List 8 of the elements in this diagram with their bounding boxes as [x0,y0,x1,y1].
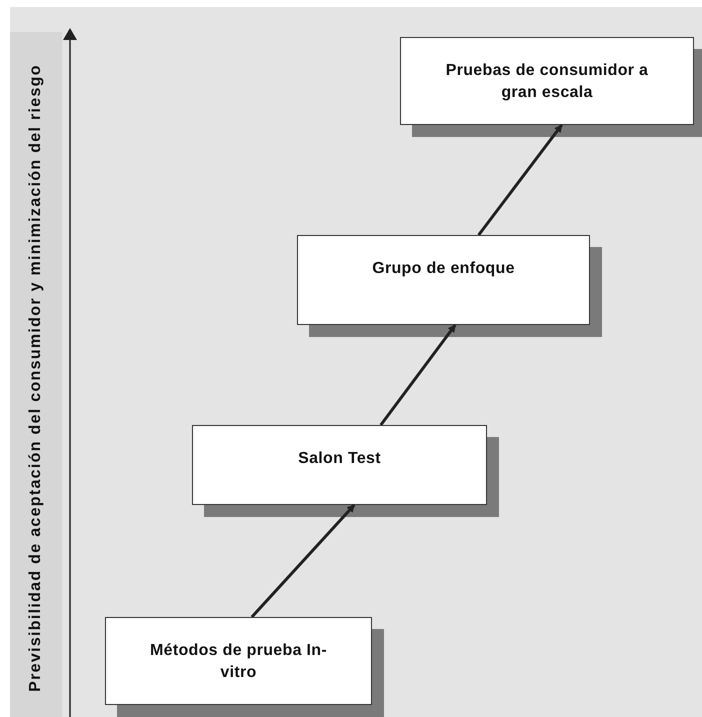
box-label: Salon Test [298,449,381,469]
axis-label: Previsibilidad de aceptación del consumidor y minimización del riesgo [26,64,45,692]
arrow [250,504,356,618]
arrow [380,324,456,426]
box-label: Métodos de prueba In-vitro [150,641,327,683]
box-label: Pruebas de consumidor a gran escala [445,61,649,103]
box-label: Grupo de enfoque [372,259,515,279]
arrow [477,124,563,236]
